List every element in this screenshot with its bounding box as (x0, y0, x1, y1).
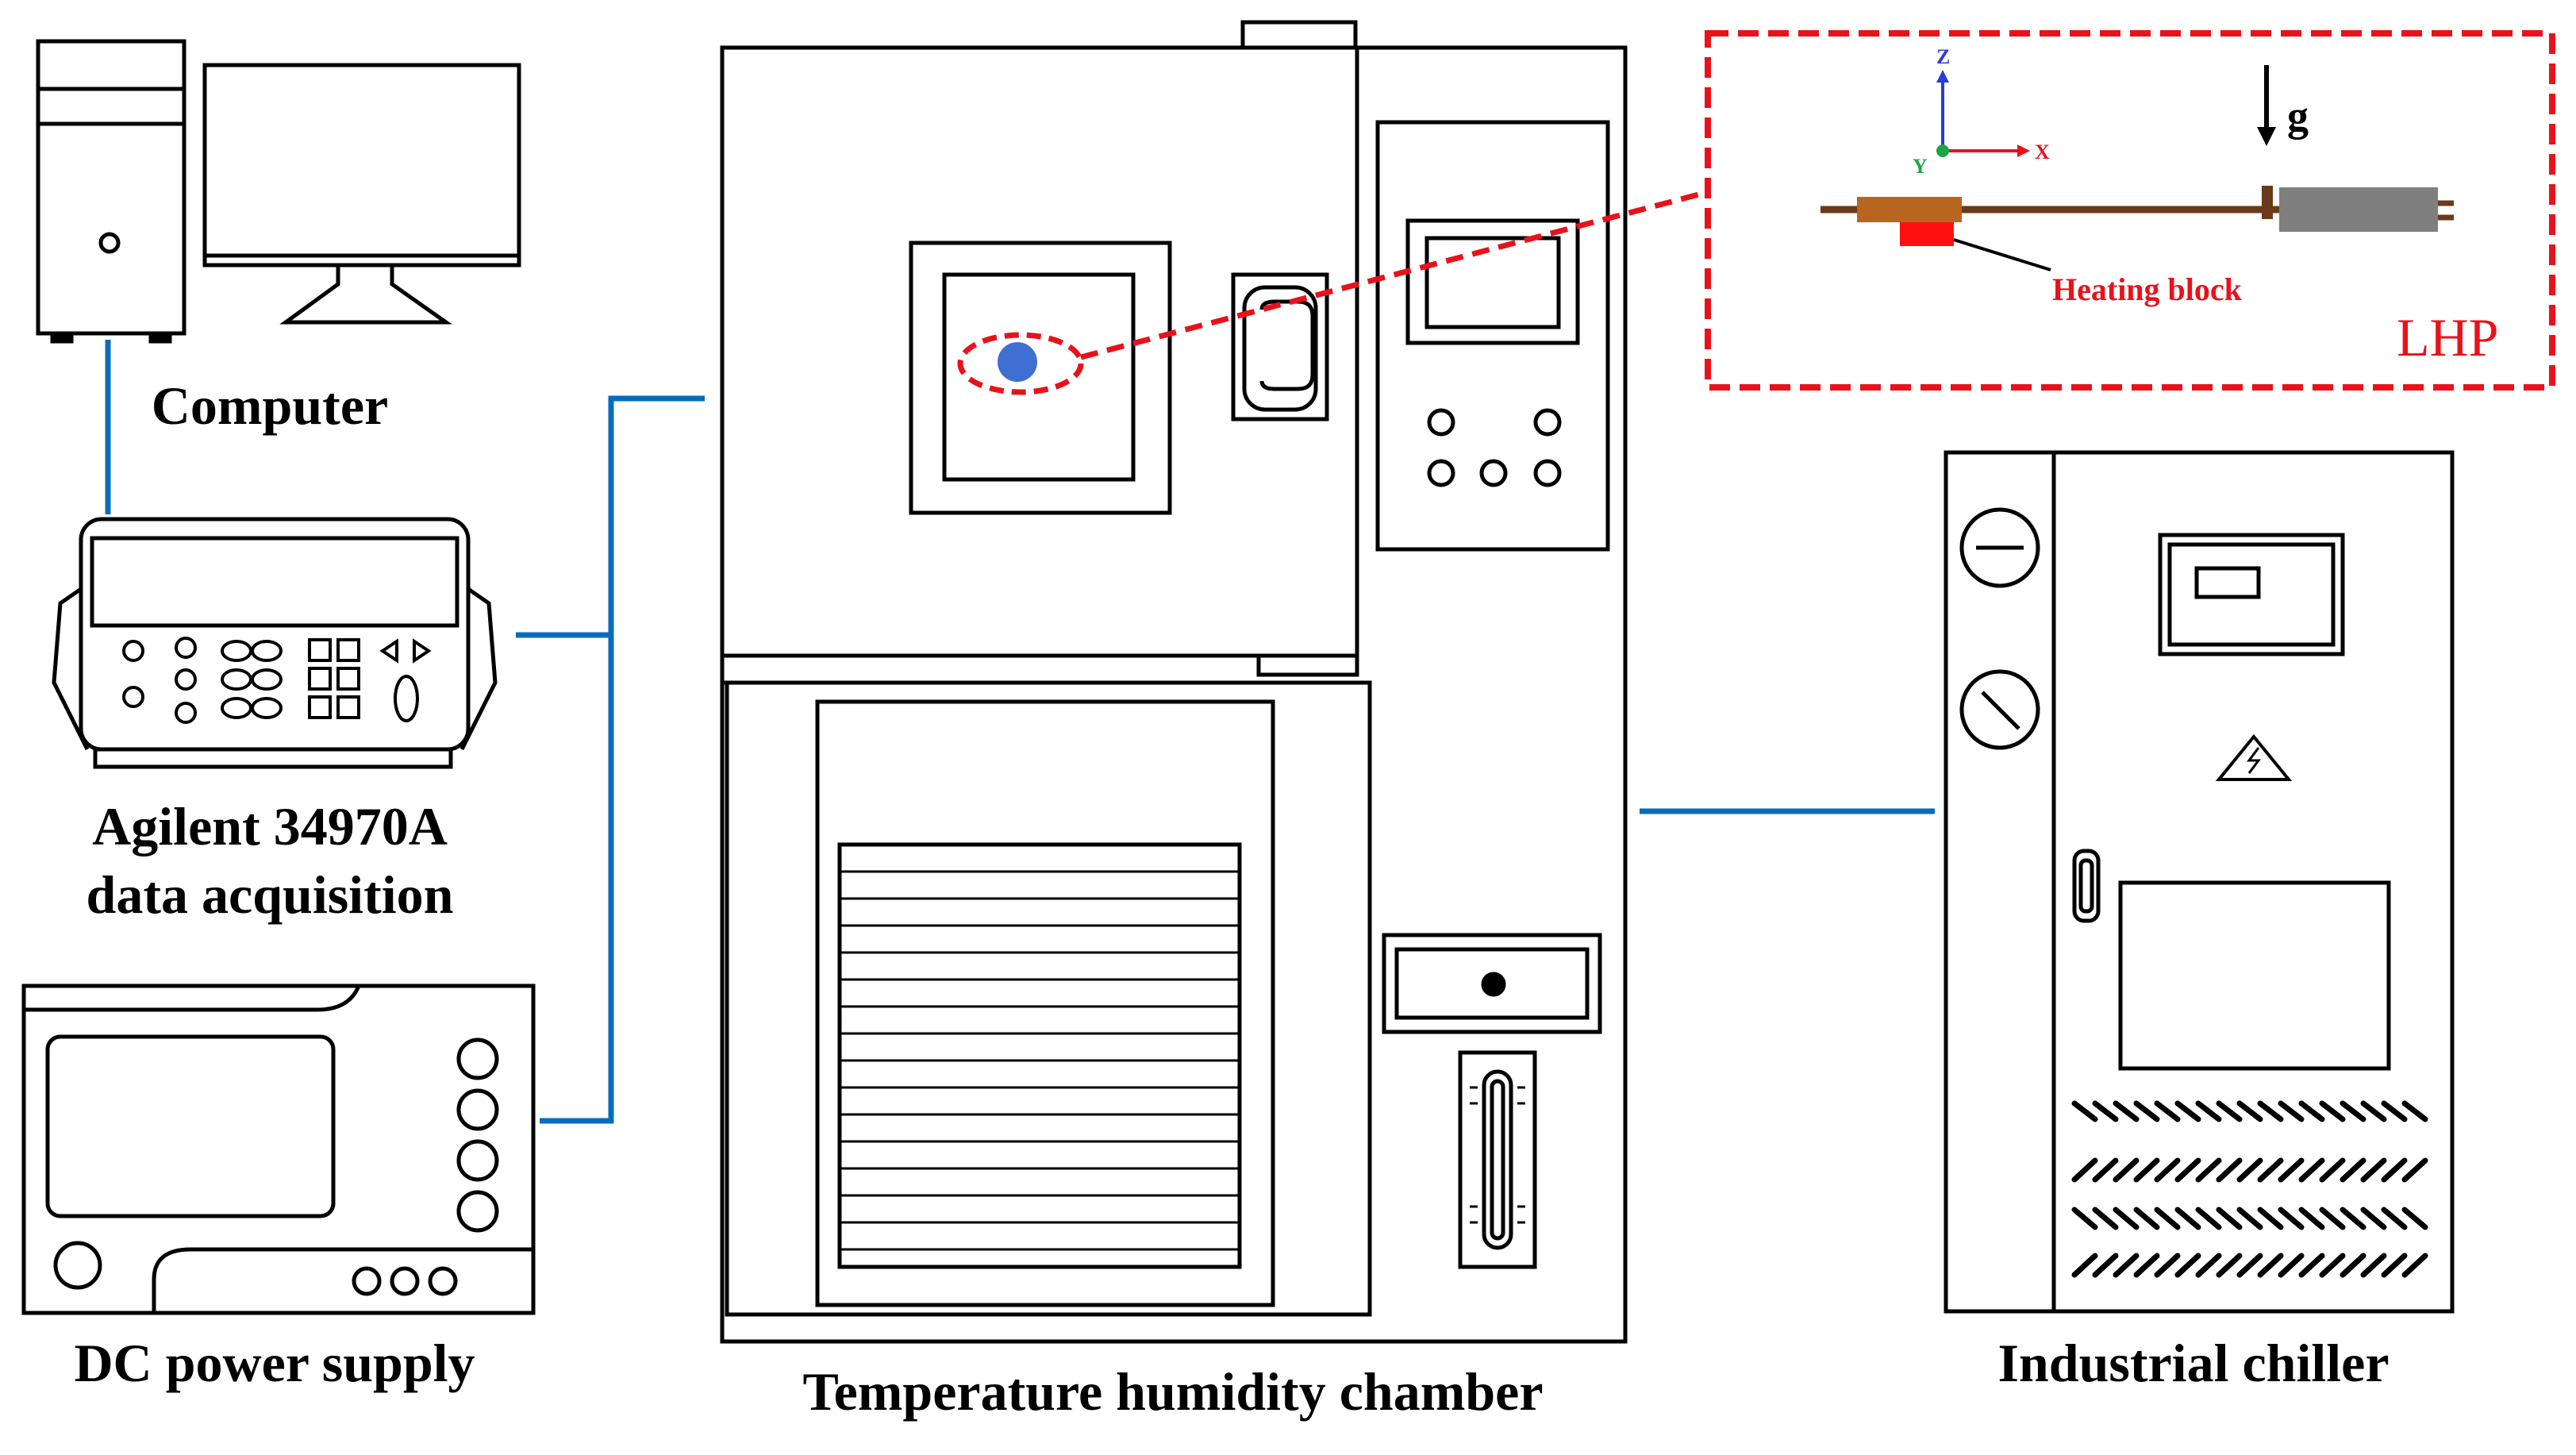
gravity-label: g (2287, 92, 2309, 140)
flange (2262, 186, 2273, 219)
computer-tower (36, 39, 186, 344)
computer-monitor (202, 63, 521, 325)
chamber-label: Temperature humidity chamber (802, 1361, 1543, 1422)
sample-dot (998, 342, 1037, 382)
lhp-title: LHP (2397, 307, 2498, 368)
callout-line (1080, 189, 1709, 360)
computer-label: Computer (152, 375, 388, 436)
axis-x-label: X (2035, 140, 2050, 164)
connector-lines (105, 340, 1935, 1124)
heating-block (1900, 222, 1954, 246)
chamber-vent-slats (840, 870, 1240, 1251)
evaporator (1857, 197, 1962, 222)
coordinate-axes (1936, 70, 2030, 157)
connector-daq-chamber (516, 395, 705, 638)
heating-block-leader (1953, 238, 2051, 271)
daq-buttons (122, 637, 432, 724)
condenser (2279, 187, 2438, 232)
chiller-vents (2071, 1100, 2428, 1278)
daq-label-line2: data acquisition (87, 864, 454, 925)
industrial-chiller (1944, 450, 2455, 1314)
daq-label-line1: Agilent 34970A (92, 796, 448, 856)
connector-power-chamber (540, 635, 614, 1124)
lhp-inset: Z X Y g Heating block LHP (1705, 30, 2555, 391)
computer (36, 39, 521, 344)
axis-y-label: Y (1913, 155, 1928, 178)
heating-block-label: Heating block (2052, 271, 2243, 307)
data-acquisition-unit (52, 517, 498, 769)
axis-z-label: Z (1936, 45, 1950, 68)
gravity-arrow (2257, 65, 2276, 146)
chiller-label: Industrial chiller (1997, 1333, 2389, 1393)
lhp-sample-marker (957, 332, 1084, 395)
power-supply-label: DC power supply (74, 1333, 475, 1393)
lhp-inset-frame (1705, 30, 2555, 391)
dc-power-supply (21, 983, 536, 1315)
temperature-humidity-chamber (720, 20, 1628, 1344)
